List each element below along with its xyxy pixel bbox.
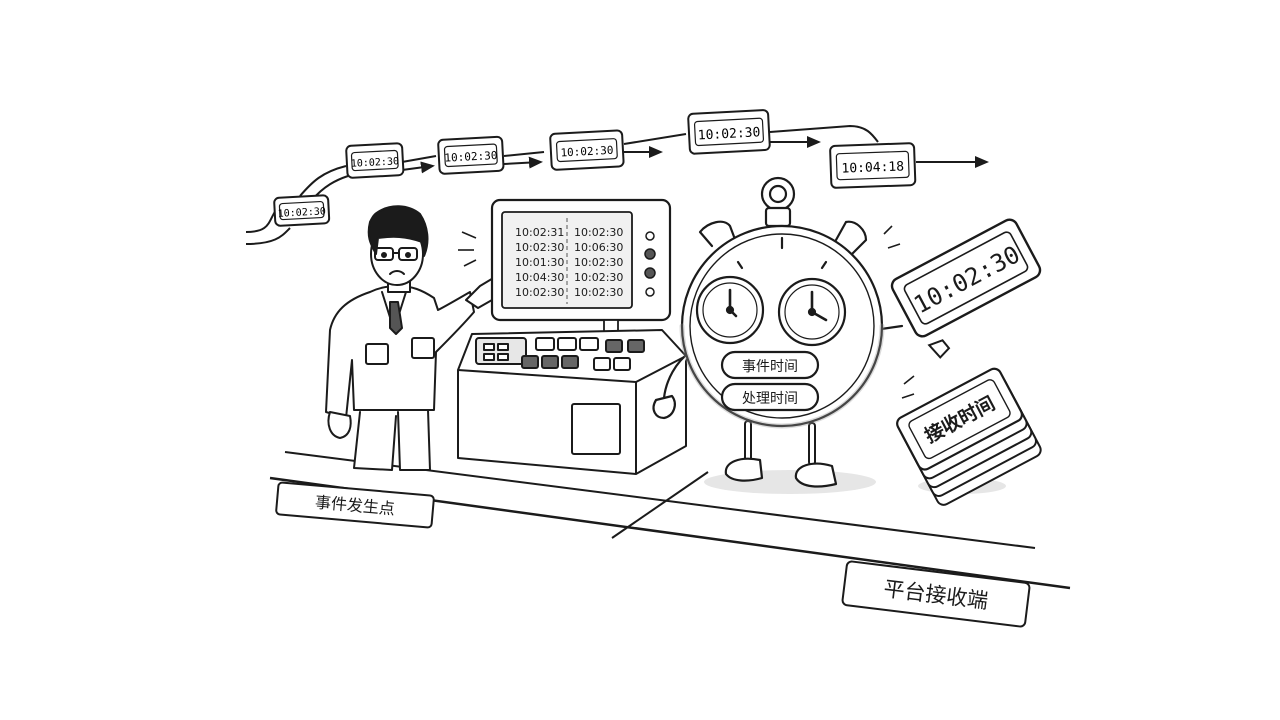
timeline-chip: 10:04:18 <box>829 142 917 189</box>
engineer-character <box>325 205 509 471</box>
platform-receiver-sign: 平台接收端 <box>841 560 1031 628</box>
timeline-chip: 10:02:30 <box>345 142 405 179</box>
terminal-time: 10:02:30 <box>515 286 564 299</box>
stopwatch-robot <box>652 176 904 494</box>
terminal-time: 10:04:30 <box>515 271 564 284</box>
terminal-time: 10:02:30 <box>515 241 564 254</box>
held-time-card: 10:02:30 <box>890 218 1042 359</box>
terminal-time: 10:06:30 <box>574 241 623 254</box>
terminal-time: 10:02:30 <box>574 286 623 299</box>
timeline-chip: 10:02:30 <box>687 109 771 155</box>
attention-marks <box>458 231 477 267</box>
timeline-chip: 10:02:30 <box>273 194 331 227</box>
motion-marks <box>883 225 915 399</box>
timeline-chip-time: 10:02:30 <box>277 206 326 220</box>
terminal-left-column: 10:02:31 10:02:30 10:01:30 10:04:30 10:0… <box>515 226 564 299</box>
terminal-time: 10:01:30 <box>515 256 564 269</box>
timeline-flow <box>245 124 989 245</box>
terminal-time: 10:02:30 <box>574 226 623 239</box>
terminal-monitor: 10:02:31 10:02:30 10:01:30 10:04:30 10:0… <box>458 198 672 333</box>
control-console <box>457 329 687 475</box>
event-origin-sign: 事件发生点 <box>275 481 435 529</box>
timeline-chip-time: 10:02:30 <box>560 144 614 160</box>
receive-time-card-stack: 接收时间 <box>896 367 1042 506</box>
timeline-chip-time: 10:02:30 <box>697 125 760 143</box>
terminal-right-column: 10:02:30 10:06:30 10:02:30 10:02:30 10:0… <box>574 226 623 299</box>
terminal-time: 10:02:30 <box>574 271 623 284</box>
processing-time-label: 处理时间 <box>742 391 798 407</box>
terminal-time: 10:02:30 <box>574 256 623 269</box>
timeline-chip: 10:02:30 <box>549 129 625 171</box>
event-time-label: 事件时间 <box>742 359 798 375</box>
timeline-chip-time: 10:02:30 <box>351 156 400 170</box>
timeline-chip-time: 10:02:30 <box>444 149 498 165</box>
terminal-time: 10:02:31 <box>515 226 564 239</box>
timeline-chip-time: 10:04:18 <box>841 159 904 176</box>
timeline-chip: 10:02:30 <box>437 135 505 175</box>
